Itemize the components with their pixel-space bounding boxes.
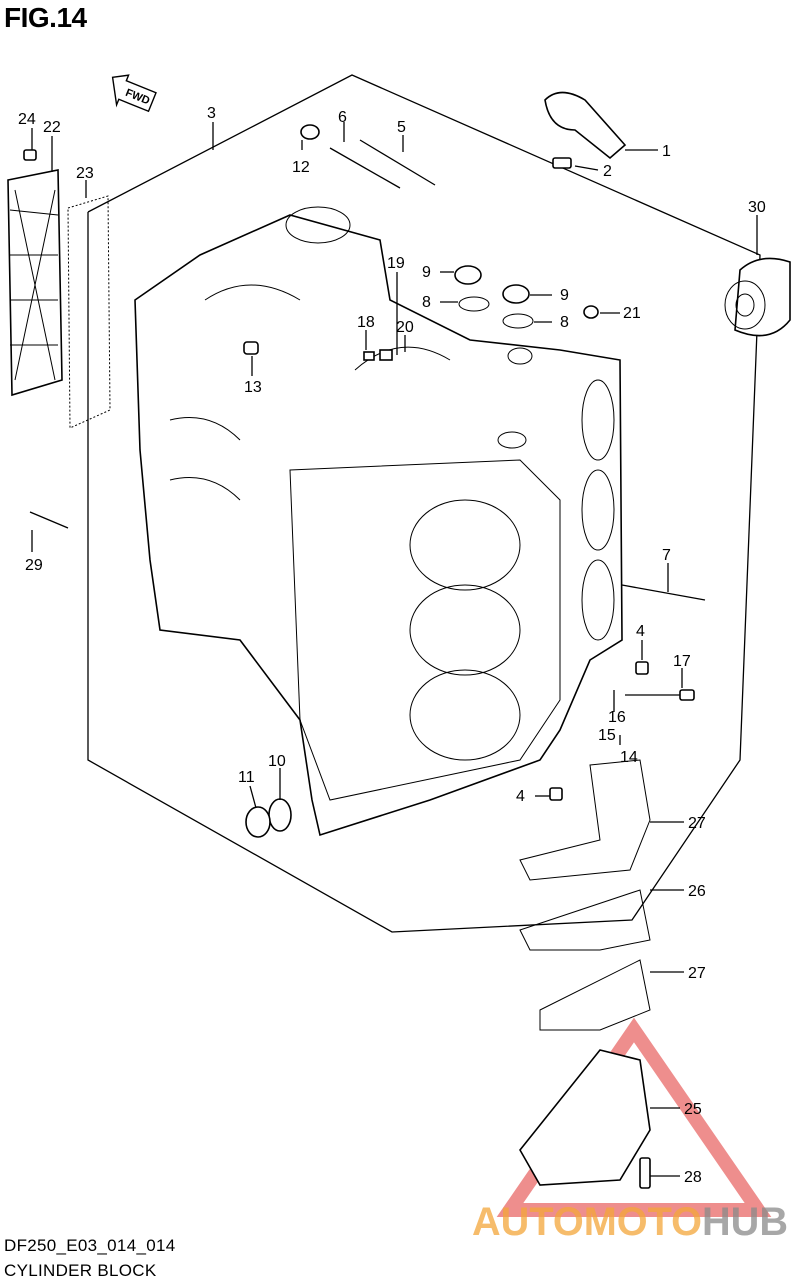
callout-18: 18 bbox=[357, 314, 375, 331]
svg-text:AUTOMOTOHUB: AUTOMOTOHUB bbox=[472, 1200, 788, 1244]
bolt-2 bbox=[552, 157, 572, 169]
callout-24: 24 bbox=[18, 111, 36, 128]
callout-11: 11 bbox=[238, 769, 255, 786]
callout-27b: 27 bbox=[688, 965, 706, 982]
callout-5: 5 bbox=[397, 119, 406, 136]
leader-lines bbox=[31, 122, 758, 1177]
callout-22: 22 bbox=[43, 119, 61, 136]
figure-title: FIG.14 bbox=[4, 2, 87, 33]
callout-9b: 9 bbox=[560, 287, 569, 304]
callout-1: 1 bbox=[662, 143, 671, 160]
callout-17: 17 bbox=[673, 653, 691, 670]
callout-13a: 13 bbox=[244, 379, 262, 396]
callout-29: 29 bbox=[25, 557, 43, 574]
callout-8b: 8 bbox=[560, 314, 569, 331]
callout-3: 3 bbox=[207, 105, 216, 122]
callout-10: 10 bbox=[268, 753, 286, 770]
callout-4a: 4 bbox=[636, 623, 645, 640]
callout-6: 6 bbox=[338, 109, 347, 126]
callout-9a: 9 bbox=[422, 264, 431, 281]
lifting-bracket bbox=[544, 91, 627, 160]
callout-2: 2 bbox=[603, 163, 612, 180]
oil-filter bbox=[724, 257, 791, 337]
cylinder-block bbox=[134, 206, 623, 837]
callout-7: 7 bbox=[662, 547, 671, 564]
fwd-arrow: FWD bbox=[111, 74, 157, 113]
callout-19: 19 bbox=[387, 255, 405, 272]
callout-20: 20 bbox=[396, 319, 414, 336]
callout-16: 16 bbox=[608, 709, 626, 726]
callout-labels: 1 2 3 4 4 5 6 7 8 8 9 9 10 11 12 13 13 1… bbox=[18, 105, 766, 1186]
figure-code: DF250_E03_014_014 bbox=[4, 1236, 176, 1255]
callout-25: 25 bbox=[684, 1101, 702, 1118]
callout-27a: 27 bbox=[688, 815, 706, 832]
figure-name: CYLINDER BLOCK bbox=[4, 1261, 157, 1280]
callout-28: 28 bbox=[684, 1169, 702, 1186]
callout-14: 14 bbox=[620, 749, 638, 766]
watermark-part1: AUTOMOTO bbox=[472, 1200, 702, 1244]
callout-12: 12 bbox=[292, 159, 310, 176]
callout-21: 21 bbox=[623, 305, 641, 322]
watermark-part2: HUB bbox=[702, 1200, 788, 1244]
cover-plate-22 bbox=[7, 169, 63, 397]
callout-15: 15 bbox=[598, 727, 616, 744]
loose-parts bbox=[7, 91, 791, 1189]
watermark-text: AUTOMOTOHUB bbox=[472, 1200, 788, 1244]
callout-8a: 8 bbox=[422, 294, 431, 311]
callout-26: 26 bbox=[688, 883, 706, 900]
callout-23: 23 bbox=[76, 165, 94, 182]
block-frame bbox=[87, 74, 761, 933]
callout-4b: 4 bbox=[516, 788, 525, 805]
callout-30: 30 bbox=[748, 199, 766, 216]
